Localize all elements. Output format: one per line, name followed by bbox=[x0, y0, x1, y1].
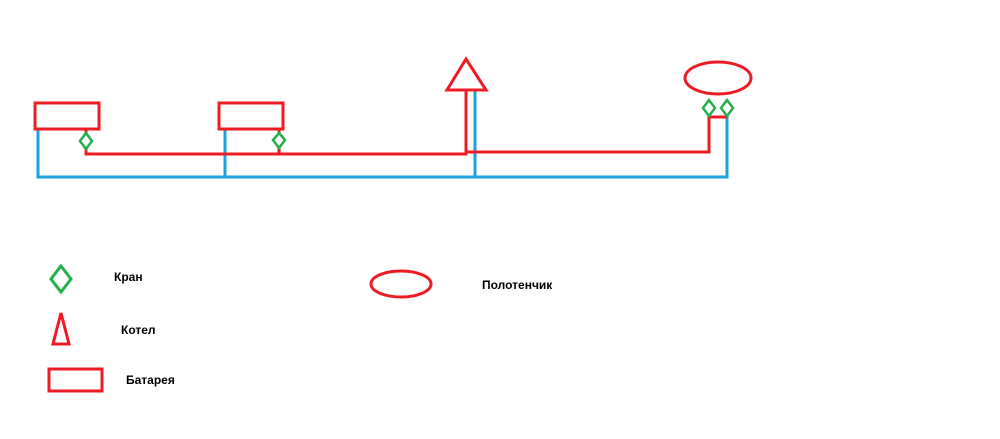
legend-boiler-label: Котел bbox=[121, 323, 156, 337]
legend-radiator-label: Батарея bbox=[126, 373, 175, 387]
legend-diamond-icon bbox=[49, 263, 73, 295]
supply-pipe bbox=[84, 90, 727, 156]
legend-valve-label: Кран bbox=[114, 270, 143, 284]
valve-towel-rail-supply bbox=[701, 97, 717, 119]
return-pipe-main bbox=[36, 116, 729, 179]
legend-ellipse-icon bbox=[369, 269, 433, 299]
legend-towel-rail-label: Полотенчик bbox=[482, 278, 553, 292]
valve-towel-rail-return bbox=[719, 97, 735, 119]
radiator-1 bbox=[33, 101, 101, 131]
valve-radiator-2 bbox=[271, 131, 287, 151]
return-pipe bbox=[36, 90, 729, 179]
boiler bbox=[444, 56, 489, 92]
valve-radiator-1 bbox=[78, 130, 94, 152]
towel-rail bbox=[683, 60, 753, 96]
legend-triangle-icon bbox=[51, 312, 71, 346]
radiator-2 bbox=[217, 101, 285, 131]
legend-rectangle-icon bbox=[47, 367, 104, 393]
supply-pipe-towel-branch bbox=[466, 116, 711, 154]
